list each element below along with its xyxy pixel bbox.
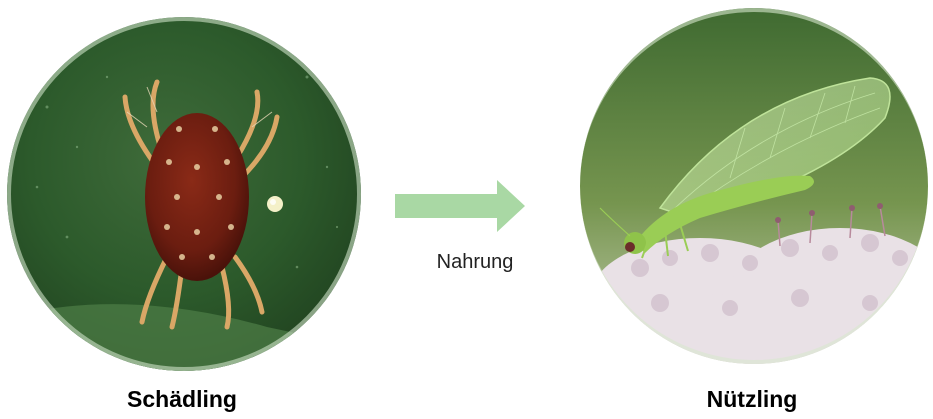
beneficial-caption: Nützling [632, 386, 872, 413]
lacewing-photo [580, 8, 928, 364]
pest-caption: Schädling [62, 386, 302, 413]
relation-label: Nahrung [410, 251, 540, 274]
arrow-right-icon [395, 180, 525, 232]
spider-mite-photo [7, 17, 361, 371]
